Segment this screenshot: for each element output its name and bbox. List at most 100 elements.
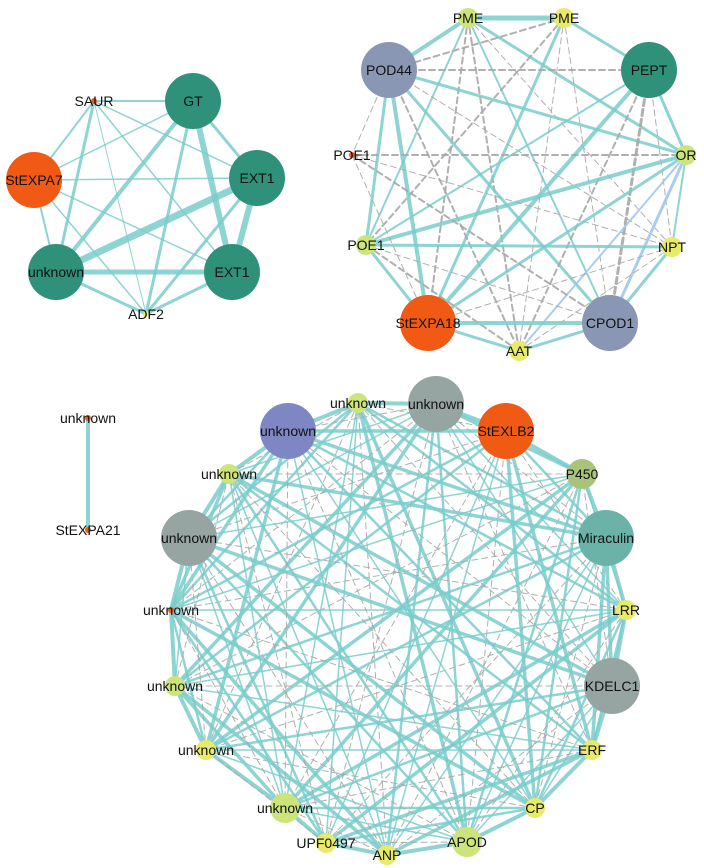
net4-edge-ERF-u7	[174, 685, 593, 751]
net4-edge-APOD-UPF0497	[325, 841, 468, 844]
net4-edge-LRR-UPF0497	[324, 608, 628, 845]
node-label-kdelc1: KDELC1	[585, 678, 640, 694]
node-stexpa18[interactable]	[400, 295, 456, 351]
net4-edge-UPF0497-u8	[205, 749, 327, 844]
net4-edge-u8-u5	[188, 537, 207, 751]
net4-edge-UPF0497-u6	[169, 608, 328, 845]
node-label-stexpa18: StEXPA18	[395, 315, 460, 331]
node-lrr[interactable]	[616, 600, 636, 620]
net1-edge-SAUR-ADF2	[93, 100, 147, 315]
net2-edge-PME2-AAT	[518, 17, 565, 352]
node-stexlb2[interactable]	[478, 403, 534, 459]
node-label-gt: GT	[183, 93, 203, 109]
net4-edge-ERF-u3	[286, 429, 594, 752]
net4-edge-StEXLB2-u5	[188, 430, 507, 539]
net1-edge-StEXPA7-ADF2	[33, 179, 147, 315]
net4-edge-u8-u7	[173, 684, 208, 752]
net4-edge-APOD-u5	[187, 536, 469, 844]
node-label-ext1a: EXT1	[239, 170, 274, 186]
net4-edge-CP-u8	[205, 749, 536, 809]
node-aat[interactable]	[509, 341, 529, 361]
node-npt[interactable]	[662, 237, 682, 257]
net2-edge-PME2-StEXPA18	[426, 16, 566, 325]
node-label-miraculin: Miraculin	[578, 530, 634, 546]
node-erf[interactable]	[582, 740, 602, 760]
net4-edge-P450-u6	[170, 473, 583, 611]
node-u5[interactable]	[161, 510, 217, 566]
node-label-poe1b: POE1	[347, 237, 385, 253]
net2-edge-POD44-StEXPA18	[387, 68, 430, 325]
node-label-aat: AAT	[506, 343, 533, 359]
net2-edge-POE1b-CPOD1	[365, 244, 611, 324]
net4-edge-ERF-CP	[533, 748, 594, 810]
node-ext1a[interactable]	[229, 150, 285, 206]
node-u1[interactable]	[348, 393, 368, 413]
net4-edge-StEXLB2-UPF0497	[325, 430, 507, 844]
net2-edge-PEPT-CPOD1	[608, 68, 651, 325]
net4-edge-u2-u7	[173, 402, 438, 688]
node-unknown1[interactable]	[28, 244, 84, 300]
network-edges	[33, 15, 688, 857]
node-label-stexpa7: StEXPA7	[5, 172, 63, 188]
net4-edge-u2-LRR	[435, 403, 627, 611]
node-saur[interactable]	[91, 98, 97, 104]
node-cp[interactable]	[525, 798, 545, 818]
node-pod44[interactable]	[361, 42, 417, 98]
net4-edge-LRR-u3	[286, 429, 628, 612]
node-pme1[interactable]	[458, 8, 478, 28]
net2-edge-OR-StEXPA18	[426, 153, 688, 325]
net2-edge-OR-POE1b	[364, 153, 688, 247]
node-kdelc1[interactable]	[584, 658, 640, 714]
net4-edge-StEXLB2-ANP	[386, 430, 507, 856]
node-label-pod44: POD44	[366, 62, 412, 78]
node-label-npt: NPT	[658, 239, 686, 255]
node-ext1b[interactable]	[204, 244, 260, 300]
net2-edge-POE1b-NPT	[364, 243, 674, 249]
node-p450[interactable]	[567, 459, 597, 489]
net4-edge-KDELC1-u9	[283, 684, 614, 810]
node-cpod1[interactable]	[582, 295, 638, 351]
node-label-upf0497: UPF0497	[296, 835, 355, 851]
node-u6[interactable]	[168, 607, 174, 613]
node-label-apod: APOD	[447, 834, 487, 850]
node-poe1a[interactable]	[349, 152, 355, 158]
net4-edge-ERF-u6	[170, 609, 593, 751]
node-label-u4: unknown	[201, 466, 257, 482]
net4-edge-u9-u6	[170, 609, 286, 809]
node-label-stexpa21: StEXPA21	[55, 522, 120, 538]
net4-edge-KDELC1-u4	[227, 472, 614, 688]
node-u8[interactable]	[196, 740, 216, 760]
node-miraculin[interactable]	[578, 510, 634, 566]
net4-edge-StEXLB2-CP	[504, 429, 537, 810]
node-adf2[interactable]	[143, 311, 149, 317]
net1-edge-GT-StEXPA7	[33, 100, 194, 181]
node-apod[interactable]	[452, 827, 482, 857]
node-u4[interactable]	[219, 464, 239, 484]
net4-edge-ANP-UPF0497	[324, 841, 389, 857]
node-u3[interactable]	[260, 403, 316, 459]
node-label-p450: P450	[566, 466, 599, 482]
node-poe1b[interactable]	[356, 235, 376, 255]
net1-edge-EXT1b-SAUR	[93, 100, 233, 273]
node-stexpa7[interactable]	[6, 152, 62, 208]
node-or[interactable]	[676, 145, 696, 165]
node-pept[interactable]	[621, 42, 677, 98]
node-pme2[interactable]	[554, 8, 574, 28]
node-anp[interactable]	[377, 845, 397, 865]
node-gt[interactable]	[165, 73, 221, 129]
node-label-u8: unknown	[178, 742, 234, 758]
net2-edge-POE1a-CPOD1	[351, 154, 611, 324]
net2-edge-PME2-POD44	[388, 17, 565, 71]
net4-edge-APOD-u7	[174, 685, 468, 843]
node-u7[interactable]	[165, 676, 185, 696]
net4-edge-u8-u6	[169, 608, 208, 752]
net4-edge-P450-u9	[283, 472, 584, 810]
node-upf0497[interactable]	[316, 833, 336, 853]
node-stexpa21[interactable]	[85, 527, 91, 533]
node-u2[interactable]	[408, 376, 464, 432]
node-u9[interactable]	[270, 793, 300, 823]
node-unktop[interactable]	[85, 415, 91, 421]
net4-edge-ANP-u7	[173, 684, 389, 857]
net4-edge-u7-u4	[174, 473, 230, 687]
